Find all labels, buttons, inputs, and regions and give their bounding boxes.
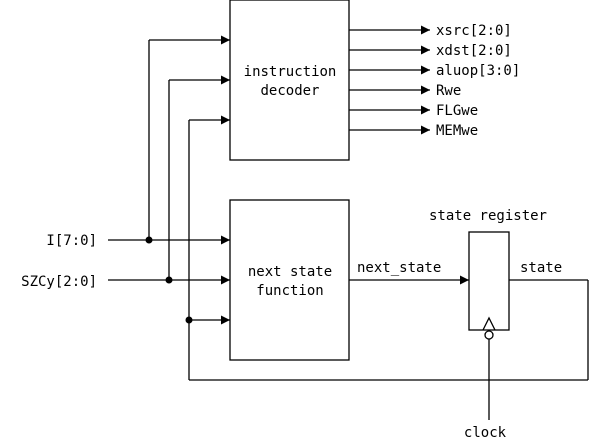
flags-bus-junction	[165, 276, 173, 284]
state-register-block	[468, 231, 510, 331]
clock-signal-label: clock	[464, 425, 507, 441]
output-label-flgwe: FLGwe	[436, 103, 478, 119]
state-signal-label: state	[520, 260, 562, 276]
instruction-decoder-block	[229, 0, 350, 161]
next-state-function-block	[229, 199, 350, 361]
flags-input-label: SZCy[2:0]	[21, 274, 97, 290]
clock-inversion-bubble	[484, 330, 494, 340]
output-label-xdst: xdst[2:0]	[436, 43, 512, 59]
next-state-signal-label: next_state	[357, 260, 441, 276]
instruction-input-label: I[7:0]	[46, 233, 97, 249]
instruction-bus-junction	[145, 236, 153, 244]
output-label-aluop: aluop[3:0]	[436, 63, 520, 79]
next-state-function-label-line2: function	[256, 283, 323, 299]
instruction-decoder-label-line2: decoder	[260, 83, 319, 99]
state-feedback-junction	[185, 316, 193, 324]
clock-edge-triangle	[482, 316, 496, 331]
next-state-function-label-line1: next state	[248, 264, 332, 280]
output-label-memwe: MEMwe	[436, 123, 478, 139]
instruction-decoder-label-line1: instruction	[244, 64, 337, 80]
state-register-title: state register	[429, 208, 547, 224]
output-label-rwe: Rwe	[436, 83, 461, 99]
output-label-xsrc: xsrc[2:0]	[436, 23, 512, 39]
